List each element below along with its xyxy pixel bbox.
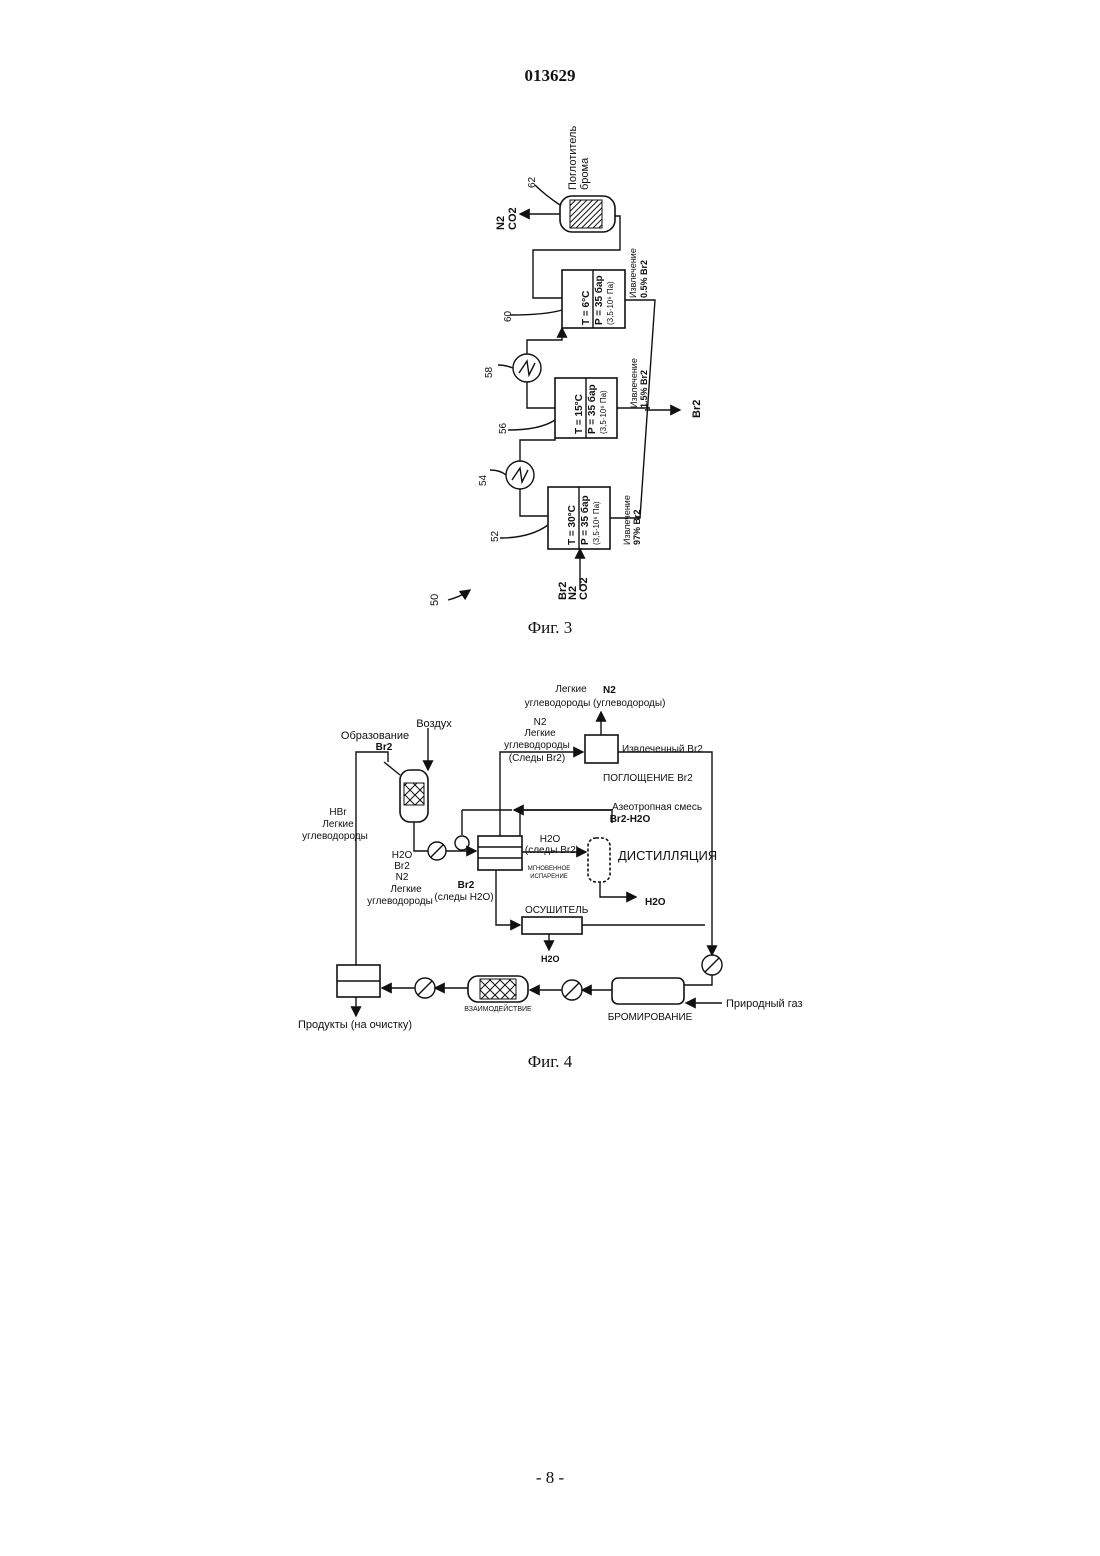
exchanger-58-ref: 58 <box>484 366 495 378</box>
svg-text:CO2: CO2 <box>578 577 590 600</box>
fig4-distillation: ДИСТИЛЛЯЦИЯ <box>618 848 717 863</box>
fig4-flash-2: ИСПАРЕНИЕ <box>530 874 568 880</box>
svg-text:Извлечение: Извлечение <box>629 358 639 408</box>
svg-text:брома: брома <box>579 157 591 190</box>
fig3-inlet-labels: Br2 N2 CO2 <box>557 577 590 600</box>
svg-text:(3,5·10⁶ Па): (3,5·10⁶ Па) <box>592 501 601 545</box>
svg-text:P = 35 бар: P = 35 бар <box>586 384 598 434</box>
svg-text:P = 35 бар: P = 35 бар <box>593 275 605 325</box>
fig4-products: Продукты (на очистку) <box>298 1019 412 1031</box>
fig4-absorber-in-3: углеводороды <box>504 740 570 751</box>
svg-text:97% Br2: 97% Br2 <box>632 509 642 545</box>
fig4-formation-2: Br2 <box>376 742 393 753</box>
svg-text:T = 6°C: T = 6°C <box>581 291 592 325</box>
fig4-air: Воздух <box>416 718 452 730</box>
figure-3-diagram: 50 Br2 N2 CO2 T = 30°C P = 35 бар (3,5·1… <box>0 0 1100 640</box>
svg-text:CO2: CO2 <box>507 207 519 230</box>
br2-absorption-box <box>585 735 618 763</box>
figure-4-diagram: Легкие углеводороды (углеводороды) N2 N2… <box>0 670 1100 1050</box>
exchanger-54-ref: 54 <box>478 474 489 486</box>
svg-text:N2: N2 <box>495 216 507 230</box>
fig4-flash-1: МГНОВЕННОЕ <box>528 866 571 872</box>
dryer-box <box>522 917 582 934</box>
fig4-h2o-dryer: H2O <box>541 954 560 964</box>
svg-text:0.5% Br2: 0.5% Br2 <box>639 260 649 298</box>
svg-text:P = 35 бар: P = 35 бар <box>579 495 591 545</box>
fig3-br2-outlet: Br2 <box>691 400 703 418</box>
fig4-hbr-3: углеводороды <box>302 831 368 842</box>
absorber-label: Поглотитель брома <box>567 126 591 190</box>
stage-1-ref: 52 <box>490 530 501 542</box>
page-number: - 8 - <box>0 1468 1100 1488</box>
stage-2-ref: 56 <box>498 422 509 434</box>
svg-text:T = 30°C: T = 30°C <box>567 505 578 545</box>
fig4-br2-h2o-2: (следы H2O) <box>434 892 493 903</box>
fig4-reactor-out-0: H2O <box>392 850 413 861</box>
figure-3-caption: Фиг. 3 <box>0 618 1100 638</box>
fig4-top-light-hc-2: углеводороды (углеводороды) <box>525 698 666 709</box>
fig4-hbr-2: Легкие <box>322 819 354 830</box>
fig4-reactor-out-1: Br2 <box>394 861 410 872</box>
fig4-absorption: ПОГЛОЩЕНИЕ Br2 <box>603 773 693 784</box>
fig4-h2o-traces-2: (следы Br2) <box>525 845 579 856</box>
fig4-h2o-dist: H2O <box>645 897 666 908</box>
fig4-h2o-traces-1: H2O <box>540 834 561 845</box>
fig3-outlet-top: N2 CO2 <box>495 207 519 230</box>
heat-exchanger-54-icon <box>506 461 534 489</box>
svg-text:Поглотитель: Поглотитель <box>567 126 579 190</box>
fig4-reactor-out-3: Легкие <box>390 884 422 895</box>
fig4-absorber-in-1: N2 <box>534 717 547 728</box>
heat-exchanger-58-icon <box>513 354 541 382</box>
svg-text:Извлечение: Извлечение <box>628 248 638 298</box>
distillation-column <box>588 838 610 882</box>
flash-separator <box>478 836 522 870</box>
fig4-bromination: БРОМИРОВАНИЕ <box>608 1012 693 1023</box>
fig3-system-ref: 50 <box>429 594 441 606</box>
fig4-absorber-in-2: Легкие <box>524 728 556 739</box>
figure-4-caption: Фиг. 4 <box>0 1052 1100 1072</box>
stage-3-ref: 60 <box>503 310 514 322</box>
fig4-interaction: ВЗАИМОДЕЙСТВИЕ <box>464 1004 532 1013</box>
svg-text:1.5% Br2: 1.5% Br2 <box>639 370 649 408</box>
bromination-reactor <box>612 978 684 1004</box>
fig4-reactor-out-4: углеводороды <box>367 896 433 907</box>
fig4-absorber-in-4: (Следы Br2) <box>509 753 565 764</box>
absorber-ref: 62 <box>527 176 538 188</box>
svg-text:T = 15°C: T = 15°C <box>574 394 585 434</box>
stage-2-recovery: Извлечение 1.5% Br2 <box>629 358 649 408</box>
fig4-br2-h2o-1: Br2 <box>458 880 475 891</box>
fig4-azeotrope-2: Br2-H2O <box>610 814 651 825</box>
svg-text:(3,5·10⁶ Па): (3,5·10⁶ Па) <box>606 281 615 325</box>
stage-3-recovery: Извлечение 0.5% Br2 <box>628 248 649 298</box>
fig4-formation-1: Образование <box>341 730 409 742</box>
fig4-azeotrope-1: Азеотропная смесь <box>612 802 702 813</box>
fig4-top-light-hc-1: Легкие <box>555 684 587 695</box>
svg-text:(3,5·10⁶ Па): (3,5·10⁶ Па) <box>599 390 608 434</box>
fig4-dryer: ОСУШИТЕЛЬ <box>525 905 589 916</box>
fig4-hbr-1: HBr <box>329 807 347 818</box>
fig4-top-n2: N2 <box>603 685 616 696</box>
fig4-natural-gas: Природный газ <box>726 998 803 1010</box>
stage-1-recovery: Извлечение 97% Br2 <box>622 495 642 545</box>
fig4-extracted-br2: Извлеченный Br2 <box>622 744 703 755</box>
svg-text:Извлечение: Извлечение <box>622 495 632 545</box>
fig4-reactor-out-2: N2 <box>396 872 409 883</box>
